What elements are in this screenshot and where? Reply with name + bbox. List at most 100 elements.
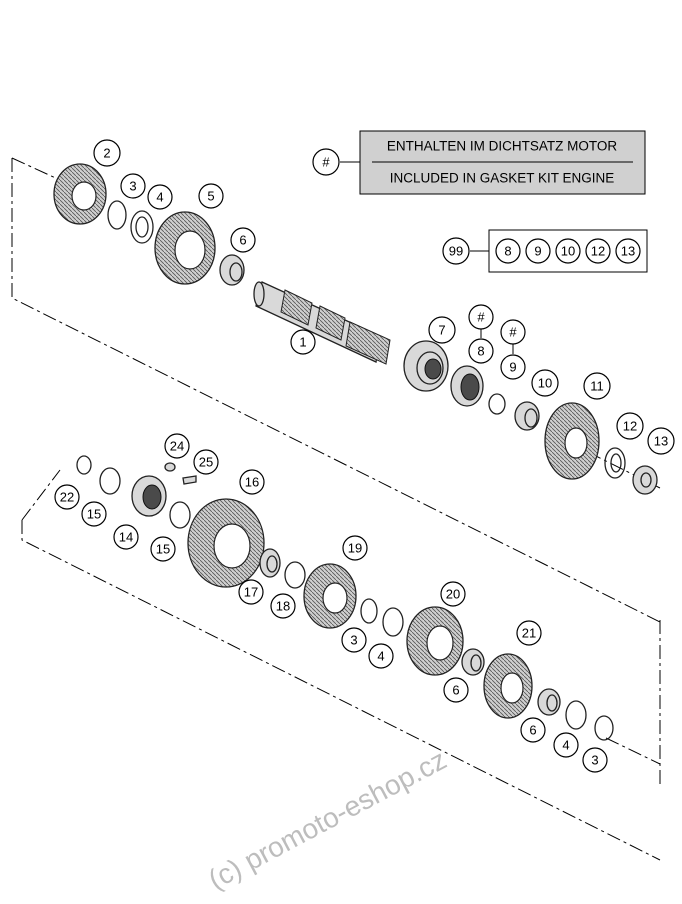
needle-bearing-part-6 bbox=[219, 254, 245, 286]
washer-part-15b bbox=[169, 501, 191, 529]
svg-text:15: 15 bbox=[156, 542, 170, 557]
svg-text:6: 6 bbox=[452, 683, 459, 698]
kit-callout-99: 99 bbox=[442, 237, 470, 265]
washer-part-4c bbox=[565, 700, 587, 730]
svg-text:9: 9 bbox=[509, 360, 516, 375]
callout-4: 4 bbox=[147, 184, 173, 210]
ring-part-3b bbox=[360, 598, 378, 624]
callout-22: 22 bbox=[54, 484, 80, 510]
callout-24: 24 bbox=[164, 433, 190, 459]
svg-text:5: 5 bbox=[207, 189, 214, 204]
svg-text:13: 13 bbox=[654, 434, 668, 449]
svg-text:19: 19 bbox=[348, 541, 362, 556]
screw-part-25 bbox=[182, 475, 197, 485]
svg-text:#: # bbox=[322, 155, 330, 170]
gear-part-21 bbox=[483, 653, 533, 719]
callout-4b: 4 bbox=[368, 643, 394, 669]
legend-text-de: ENTHALTEN IM DICHTSATZ MOTOR bbox=[387, 139, 618, 154]
callout-6b: 6 bbox=[443, 677, 469, 703]
washer-part-24 bbox=[164, 462, 176, 472]
bearing-part-14 bbox=[131, 475, 167, 517]
washer-part-18 bbox=[284, 561, 306, 589]
gear-part-2 bbox=[53, 163, 107, 225]
washer-part-15a bbox=[99, 467, 121, 495]
svg-text:6: 6 bbox=[239, 233, 246, 248]
sprocket-part-11 bbox=[544, 402, 600, 480]
marker-8: # bbox=[468, 304, 494, 330]
svg-text:25: 25 bbox=[199, 455, 213, 470]
svg-text:17: 17 bbox=[244, 585, 258, 600]
callout-10: 10 bbox=[531, 369, 559, 397]
legend-box: ENTHALTEN IM DICHTSATZ MOTOR INCLUDED IN… bbox=[312, 130, 646, 195]
upper-assembly: 2 3 4 5 6 1 7 # 8 # 9 10 11 12 13 bbox=[11, 139, 675, 623]
circlip-part-3c bbox=[594, 715, 614, 741]
kit-item-8: 8 bbox=[495, 238, 521, 264]
callout-14: 14 bbox=[113, 524, 139, 550]
callout-5: 5 bbox=[198, 183, 224, 209]
svg-text:10: 10 bbox=[561, 244, 575, 259]
ring-part-3 bbox=[107, 200, 127, 230]
washer-part-12 bbox=[604, 447, 626, 479]
seal-part-8 bbox=[450, 365, 484, 407]
callout-13: 13 bbox=[647, 427, 675, 455]
svg-text:4: 4 bbox=[156, 190, 163, 205]
lower-assembly: 24 25 22 15 14 15 16 17 18 19 3 4 20 6 2… bbox=[21, 433, 661, 861]
svg-text:15: 15 bbox=[87, 507, 101, 522]
svg-text:3: 3 bbox=[129, 179, 136, 194]
svg-text:22: 22 bbox=[60, 490, 74, 505]
svg-text:20: 20 bbox=[446, 587, 460, 602]
circlip-part-22 bbox=[76, 455, 92, 475]
callout-15a: 15 bbox=[81, 501, 107, 527]
svg-text:14: 14 bbox=[119, 530, 133, 545]
o-ring-part-9 bbox=[488, 393, 506, 415]
nut-part-13 bbox=[632, 465, 658, 495]
svg-text:11: 11 bbox=[590, 379, 604, 394]
callout-20: 20 bbox=[440, 581, 466, 607]
callout-3: 3 bbox=[120, 173, 146, 199]
ball-bearing-part-7 bbox=[403, 340, 449, 392]
callout-16: 16 bbox=[239, 469, 265, 495]
main-shaft-part-1 bbox=[253, 281, 391, 365]
svg-text:18: 18 bbox=[276, 599, 290, 614]
needle-bearing-part-17 bbox=[259, 548, 281, 578]
legend-text-en: INCLUDED IN GASKET KIT ENGINE bbox=[390, 171, 615, 186]
needle-bearing-part-6c bbox=[537, 688, 561, 716]
svg-text:8: 8 bbox=[477, 344, 484, 359]
svg-text:21: 21 bbox=[522, 626, 536, 641]
gear-part-16 bbox=[187, 498, 265, 588]
marker-9: # bbox=[500, 319, 526, 345]
legend-symbol-callout: # bbox=[312, 148, 340, 176]
callout-9: 9 bbox=[500, 354, 526, 380]
gear-part-19 bbox=[303, 563, 357, 629]
washer-part-4b bbox=[382, 607, 404, 637]
svg-text:3: 3 bbox=[591, 753, 598, 768]
callout-18: 18 bbox=[270, 593, 296, 619]
washer-part-4 bbox=[130, 210, 154, 244]
svg-text:4: 4 bbox=[377, 649, 384, 664]
svg-text:24: 24 bbox=[170, 439, 184, 454]
svg-text:8: 8 bbox=[504, 244, 511, 259]
callout-12: 12 bbox=[616, 412, 644, 440]
svg-text:6: 6 bbox=[529, 723, 536, 738]
svg-text:1: 1 bbox=[299, 335, 306, 350]
kit-box: 99 8 9 10 12 13 bbox=[442, 229, 648, 273]
svg-text:4: 4 bbox=[562, 738, 569, 753]
callout-6: 6 bbox=[230, 227, 256, 253]
callout-2: 2 bbox=[93, 139, 121, 167]
callout-17: 17 bbox=[238, 579, 264, 605]
svg-text:16: 16 bbox=[245, 475, 259, 490]
svg-text:13: 13 bbox=[621, 244, 635, 259]
svg-text:10: 10 bbox=[538, 376, 552, 391]
callout-15b: 15 bbox=[150, 536, 176, 562]
callout-11: 11 bbox=[583, 372, 611, 400]
callout-25: 25 bbox=[193, 449, 219, 475]
callout-4c: 4 bbox=[553, 732, 579, 758]
callout-1: 1 bbox=[290, 329, 316, 355]
callout-3c: 3 bbox=[582, 747, 608, 773]
callout-21: 21 bbox=[516, 620, 542, 646]
svg-text:7: 7 bbox=[438, 323, 445, 338]
svg-text:2: 2 bbox=[103, 146, 110, 161]
watermark-text: (c) promoto-eshop.cz bbox=[203, 744, 451, 896]
svg-text:12: 12 bbox=[623, 419, 637, 434]
